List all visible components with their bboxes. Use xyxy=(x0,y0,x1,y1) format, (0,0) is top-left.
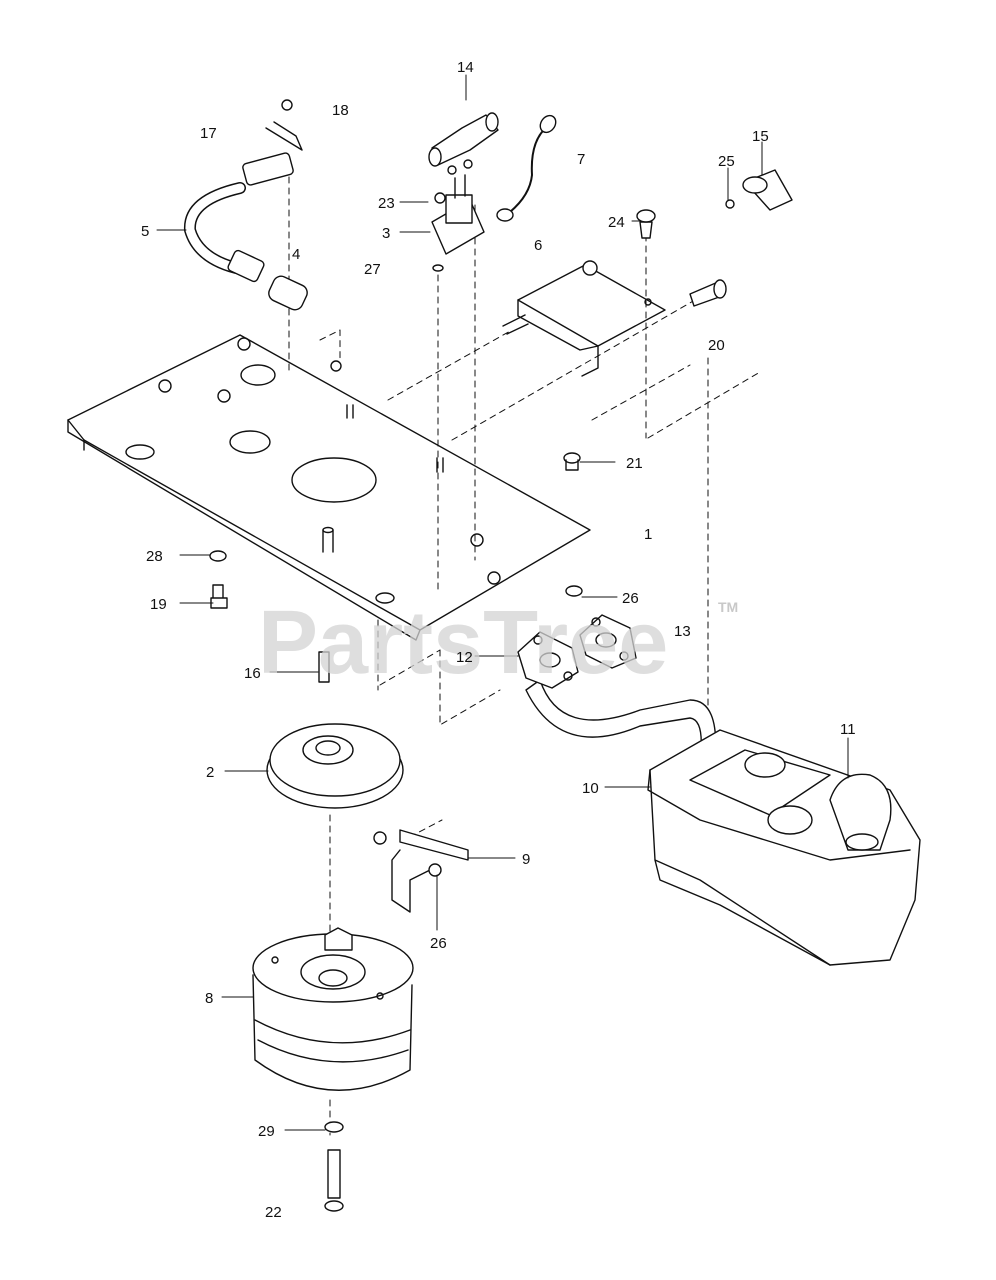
bolt-20 xyxy=(689,279,727,307)
callout-24: 24 xyxy=(608,214,625,231)
callout-11: 11 xyxy=(840,721,856,738)
nut-28 xyxy=(209,550,227,562)
fuel-hose xyxy=(183,152,308,311)
callout-25: 25 xyxy=(718,153,735,170)
callout-14: 14 xyxy=(457,59,474,76)
callout-26-lower: 26 xyxy=(430,935,447,952)
callout-26-upper: 26 xyxy=(622,590,639,607)
hose-clamp xyxy=(265,99,303,151)
callout-23: 23 xyxy=(378,195,395,212)
callout-22: 22 xyxy=(265,1204,282,1221)
pulley xyxy=(266,723,404,809)
callout-2: 2 xyxy=(206,764,214,781)
callout-29: 29 xyxy=(258,1123,275,1140)
callout-3: 3 xyxy=(382,225,390,242)
watermark-mark: TM xyxy=(718,599,738,615)
engine-plate xyxy=(67,334,591,641)
exhaust-deflector xyxy=(829,773,892,851)
nut-26 xyxy=(565,585,583,597)
watermark: PartsTree TM xyxy=(258,593,738,693)
callout-10: 10 xyxy=(582,780,599,797)
callout-15: 15 xyxy=(752,128,769,145)
callout-21: 21 xyxy=(626,455,643,472)
callout-6: 6 xyxy=(534,237,542,254)
terminal-boot xyxy=(428,112,499,167)
callout-19: 19 xyxy=(150,596,167,613)
callout-labels: 1 2 3 4 5 6 7 8 9 10 11 12 13 14 15 16 1… xyxy=(141,59,856,1221)
bolt-21 xyxy=(563,452,581,471)
callout-27: 27 xyxy=(364,261,381,278)
gasket-13 xyxy=(579,614,637,669)
callout-17: 17 xyxy=(200,125,217,142)
clutch-bracket xyxy=(373,829,469,913)
callout-13: 13 xyxy=(674,623,691,640)
mounting-bracket xyxy=(502,260,666,377)
terminal-boot-2 xyxy=(725,169,793,211)
callout-1: 1 xyxy=(644,526,652,543)
callout-9: 9 xyxy=(522,851,530,868)
bolt-19 xyxy=(210,584,228,609)
gasket-12 xyxy=(517,631,579,689)
callout-12: 12 xyxy=(456,649,473,666)
washer-29 xyxy=(324,1121,344,1133)
starter-solenoid xyxy=(431,159,485,272)
pto-clutch xyxy=(252,927,414,1091)
bolt-24 xyxy=(636,209,656,239)
callout-28: 28 xyxy=(146,548,163,565)
callout-20: 20 xyxy=(708,337,725,354)
callout-7: 7 xyxy=(577,151,585,168)
pin-16 xyxy=(318,651,330,683)
callout-5: 5 xyxy=(141,223,149,240)
callout-4: 4 xyxy=(292,246,300,263)
callout-16: 16 xyxy=(244,665,261,682)
watermark-text: PartsTree xyxy=(258,593,668,693)
callout-8: 8 xyxy=(205,990,213,1007)
callout-18: 18 xyxy=(332,102,349,119)
ground-wire xyxy=(496,114,557,222)
bolt-22 xyxy=(324,1149,344,1212)
